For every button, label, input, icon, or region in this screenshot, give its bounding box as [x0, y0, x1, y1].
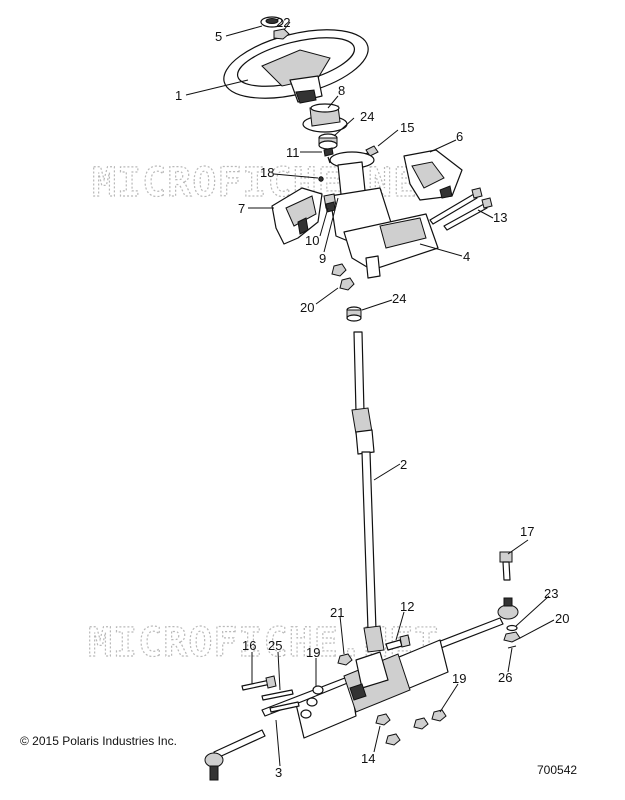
nuts-20-upper: [331, 263, 355, 291]
column-cover-right: [403, 149, 463, 201]
callout-2: 2: [400, 457, 407, 472]
callout-labels: 1 2 3 4 5 6 7 8 9 10 11 12 13 14 15 16 1…: [175, 15, 569, 780]
callout-16: 16: [242, 638, 256, 653]
callout-5: 5: [215, 29, 222, 44]
tie-rod-end-right: [497, 597, 519, 620]
callout-20-lower: 20: [555, 611, 569, 626]
callout-18: 18: [260, 165, 274, 180]
callout-13: 13: [493, 210, 507, 225]
steering-hub: [302, 103, 348, 133]
callout-24-upper: 24: [360, 109, 374, 124]
callout-15: 15: [400, 120, 414, 135]
bushing-upper: [318, 133, 338, 150]
watermark-top: MICROFICHE.NET: [92, 160, 443, 206]
callout-14: 14: [361, 751, 375, 766]
callout-19-right: 19: [452, 671, 466, 686]
nuts-19-14: [375, 709, 447, 746]
steering-wheel-nut: [273, 28, 290, 40]
bushing-lower: [346, 306, 362, 322]
callout-4: 4: [463, 249, 470, 264]
bolts-13: [429, 187, 493, 231]
nut-21: [337, 653, 353, 666]
clip-18: [318, 176, 324, 182]
figure-number: 700542: [537, 763, 578, 777]
nut-20-right: [503, 631, 521, 643]
steering-wheel: [223, 29, 369, 104]
bolt-17: [499, 551, 513, 581]
callout-11: 11: [286, 145, 300, 160]
bolts-16-25: [241, 675, 300, 713]
tie-rod-end-left: [204, 729, 266, 781]
cotter-pin-26: [507, 645, 517, 649]
callout-3: 3: [275, 765, 282, 780]
callout-21: 21: [330, 605, 344, 620]
callout-24-lower: 24: [392, 291, 406, 306]
screw-11: [323, 147, 334, 164]
callout-19-left: 19: [306, 645, 320, 660]
switch-10: [323, 193, 337, 213]
column-cover-left: [271, 187, 323, 245]
callout-7: 7: [238, 201, 245, 216]
callout-1: 1: [175, 88, 182, 103]
callout-25: 25: [268, 638, 282, 653]
callout-22: 22: [276, 15, 290, 30]
callout-23: 23: [544, 586, 558, 601]
washer-23: [506, 624, 518, 632]
callout-17: 17: [520, 524, 534, 539]
callout-9: 9: [319, 251, 326, 266]
copyright-notice: © 2015 Polaris Industries Inc.: [20, 734, 177, 748]
nuts-19-left: [300, 685, 324, 719]
callout-8: 8: [338, 83, 345, 98]
steering-column-bracket: [329, 151, 439, 279]
callout-6: 6: [456, 129, 463, 144]
bolt-12: [385, 634, 411, 651]
steering-wheel-cap: [260, 16, 284, 28]
callout-12: 12: [400, 599, 414, 614]
callout-leaders: [185, 21, 555, 767]
callout-10: 10: [305, 233, 319, 248]
callout-20-upper: 20: [300, 300, 314, 315]
callout-26: 26: [498, 670, 512, 685]
intermediate-shaft: [351, 331, 385, 653]
